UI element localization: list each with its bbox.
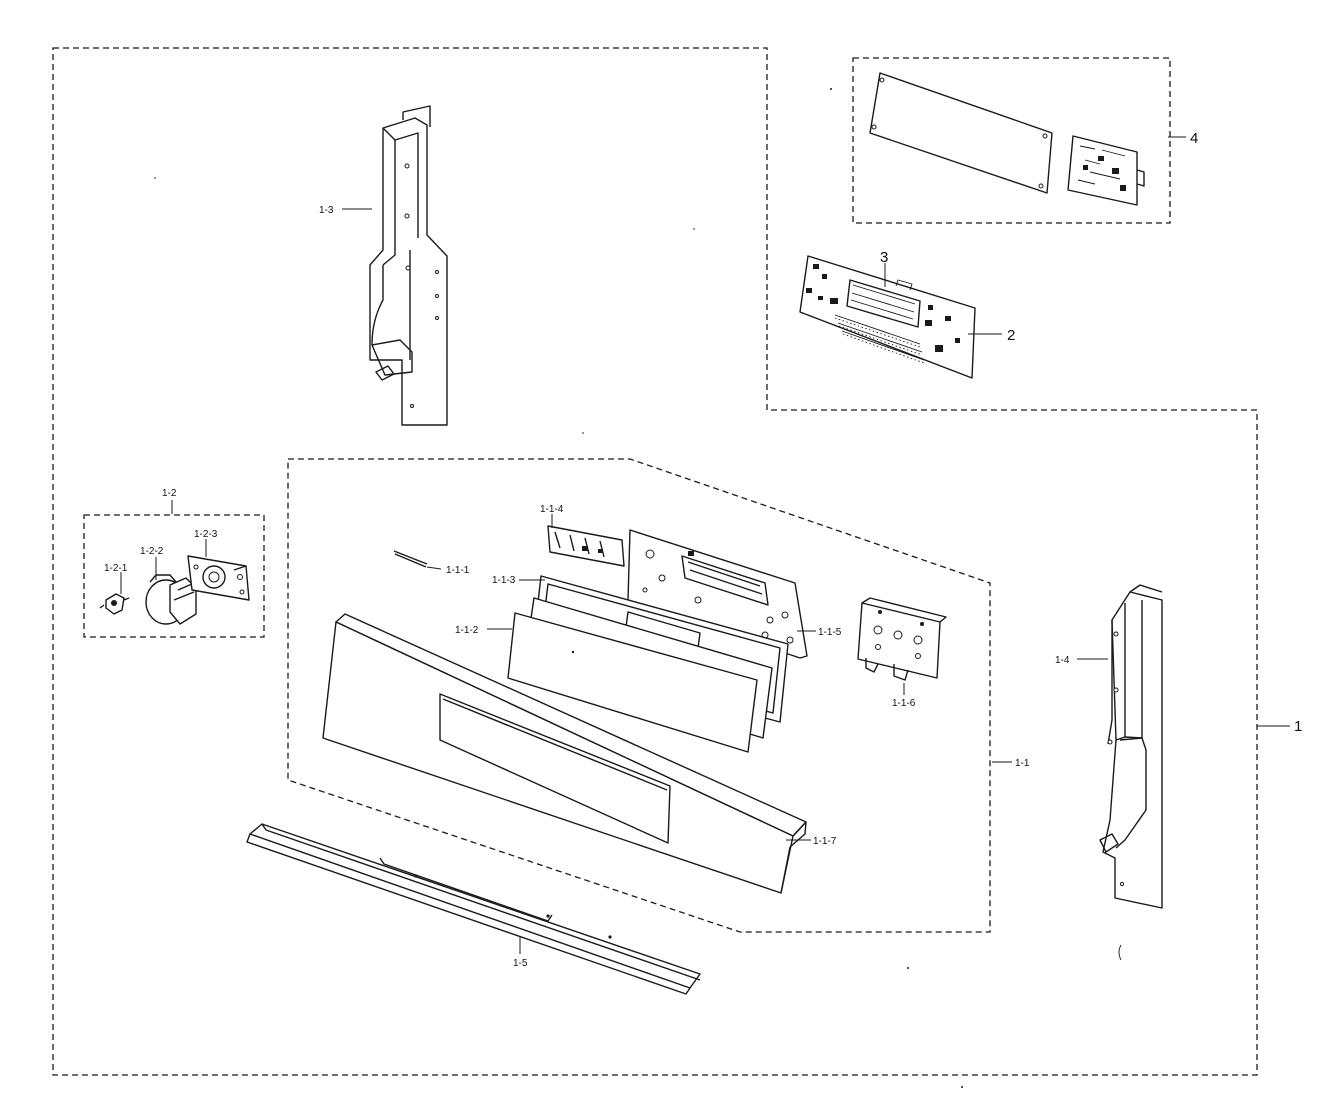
label-1-2: 1-2 — [162, 488, 177, 499]
leader-lines — [120, 136, 1290, 954]
part-1-2-1-clip — [99, 593, 130, 615]
label-1-1-4: 1-1-4 — [540, 504, 564, 515]
label-3: 3 — [880, 249, 888, 266]
label-1-2-1: 1-2-1 — [104, 563, 128, 574]
part-1-1-4-connector-bracket — [547, 525, 625, 567]
label-1-5: 1-5 — [513, 958, 528, 969]
part-1-2-3-bracket — [187, 555, 250, 601]
scan-specks — [154, 88, 963, 1088]
part-1-5-trim-bar — [246, 823, 701, 995]
assembly-1-2-boundary — [83, 514, 265, 638]
assembly-4-boundary — [852, 57, 1171, 224]
label-1-1-7: 1-1-7 — [813, 836, 837, 847]
scan-mark — [1118, 944, 1122, 961]
part-1-1-2-panel — [507, 597, 773, 753]
label-1-2-2: 1-2-2 — [140, 546, 164, 557]
label-1-1-1: 1-1-1 — [446, 565, 470, 576]
label-1-2-3: 1-2-3 — [194, 529, 218, 540]
label-1: 1 — [1294, 718, 1302, 735]
label-1-1-5: 1-1-5 — [818, 627, 842, 638]
label-1-3: 1-3 — [319, 205, 334, 216]
part-1-1-1-rod — [393, 550, 428, 568]
part-1-4-side-bracket — [1099, 584, 1163, 909]
label-2: 2 — [1007, 327, 1015, 344]
label-1-1-3: 1-1-3 — [492, 575, 516, 586]
label-4: 4 — [1190, 130, 1198, 147]
label-1-1: 1-1 — [1015, 758, 1030, 769]
part-1-1-7-front-panel — [322, 613, 807, 894]
part-1-1-5-back-plate — [627, 529, 808, 659]
part-1-1-6-bracket — [857, 597, 947, 681]
label-1-4: 1-4 — [1055, 655, 1070, 666]
part-1-3-side-bracket — [369, 105, 448, 426]
assembly-1-boundary — [52, 47, 1258, 1076]
part-1-2-2-motor — [145, 574, 197, 625]
label-1-1-2: 1-1-2 — [455, 625, 479, 636]
assembly-1-1-boundary — [287, 458, 991, 933]
label-1-1-6: 1-1-6 — [892, 698, 916, 709]
part-4-cover-and-board — [869, 72, 1145, 206]
part-2-control-board — [799, 255, 976, 379]
